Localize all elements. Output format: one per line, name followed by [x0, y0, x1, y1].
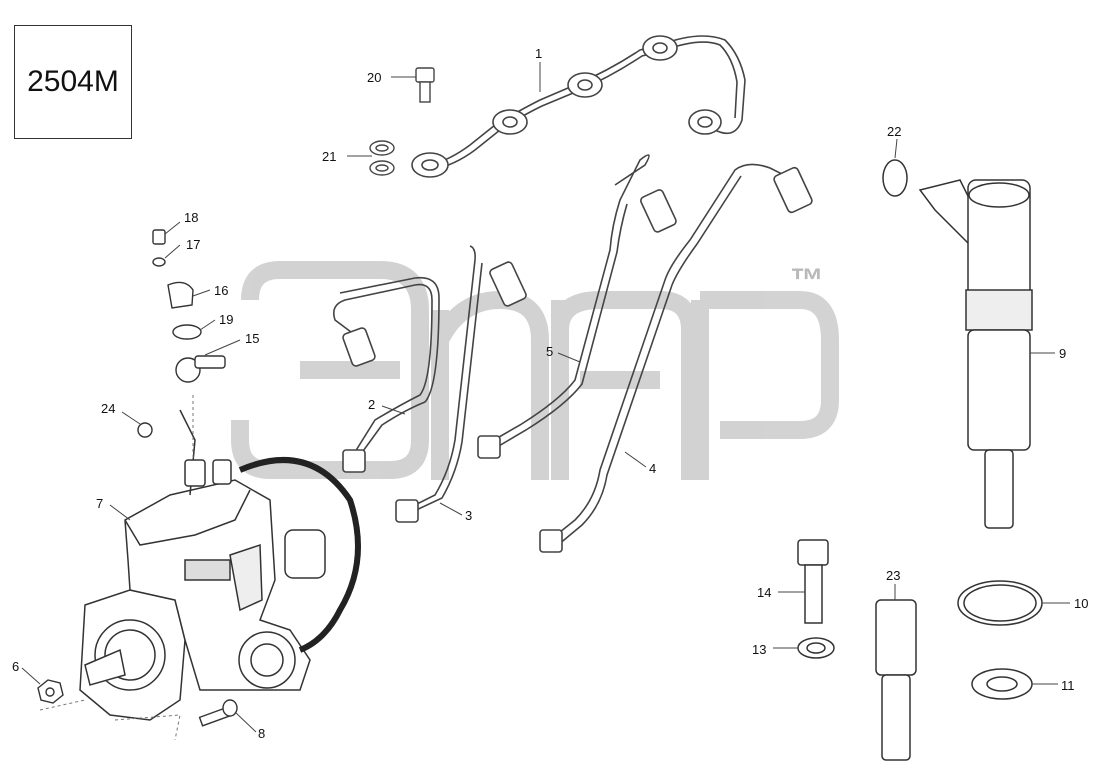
callout-5: 5	[546, 344, 554, 359]
callout-1: 1	[535, 46, 543, 61]
callout-16: 16	[214, 283, 229, 298]
banjo-bolt-20	[415, 67, 435, 103]
sleeve-23	[875, 599, 917, 761]
callout-24: 24	[101, 401, 116, 416]
callout-leaders	[21, 62, 1070, 733]
seal-rings	[957, 580, 1043, 700]
callout-14: 14	[757, 585, 772, 600]
diagram-code: 2504M	[27, 65, 119, 98]
callout-22: 22	[887, 124, 902, 139]
callout-11: 11	[1061, 678, 1075, 693]
callout-4: 4	[649, 461, 657, 476]
bolt-14	[797, 539, 835, 659]
callout-8: 8	[258, 726, 266, 741]
dashed-leaders	[39, 395, 194, 741]
callout-21: 21	[322, 149, 337, 164]
callout-20: 20	[367, 70, 382, 85]
callout-6: 6	[12, 659, 20, 674]
trademark-watermark: ™	[790, 262, 825, 300]
callout-19: 19	[219, 312, 234, 327]
watermark-logo	[231, 261, 839, 480]
callout-15: 15	[245, 331, 260, 346]
callout-10: 10	[1074, 596, 1089, 611]
callout-7: 7	[96, 496, 104, 511]
callout-2: 2	[368, 397, 376, 412]
nut-6	[37, 679, 64, 704]
sealing-washers-21	[369, 140, 395, 176]
diagram-code-box: 2504M	[14, 25, 132, 139]
callout-9: 9	[1059, 346, 1067, 361]
callout-18: 18	[184, 210, 199, 225]
fuel-return-rail	[411, 35, 746, 178]
callout-3: 3	[465, 508, 473, 523]
callout-23: 23	[886, 568, 901, 583]
callout-17: 17	[186, 237, 201, 252]
callout-13: 13	[752, 642, 767, 657]
injector-9	[882, 159, 1033, 529]
fitting-parts	[137, 229, 226, 438]
injection-pump	[79, 409, 361, 721]
injection-lines	[332, 154, 813, 553]
bolt-8	[198, 699, 238, 727]
